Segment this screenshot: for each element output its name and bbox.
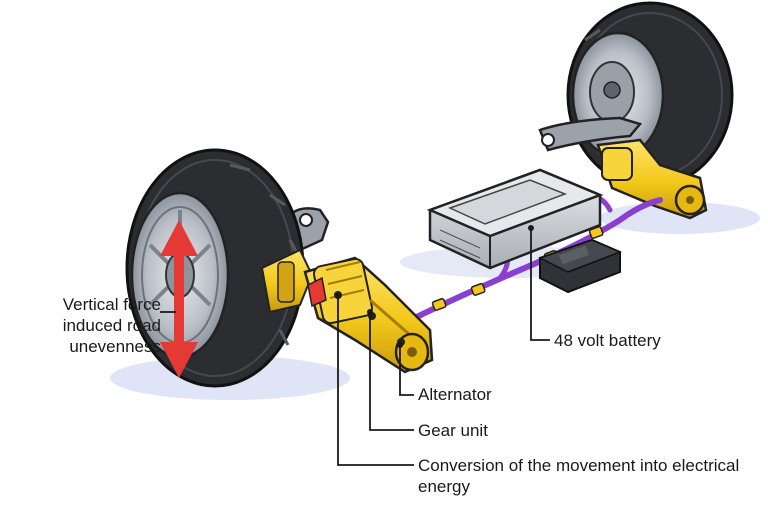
- vertical-force-label-line1: Vertical force: [62, 295, 161, 314]
- leader-alternator: [399, 345, 414, 396]
- vertical-force-arrow: [160, 220, 198, 378]
- left-hub-linkage: [260, 248, 314, 314]
- conversion-label: Conversion of the movement into electric…: [418, 456, 740, 496]
- leader-gear-unit: [369, 312, 414, 431]
- vertical-force-label-line2: induced road: [62, 316, 161, 335]
- alternator-label: Alternator: [418, 385, 492, 404]
- left-alternator-gear-unit: [303, 256, 434, 374]
- leader-conversion: [337, 296, 414, 466]
- battery-label: 48 volt battery: [554, 331, 661, 350]
- control-module: [538, 238, 622, 294]
- vertical-force-label: Vertical force induced road unevenness: [6, 294, 161, 357]
- right-control-arm: [538, 116, 643, 152]
- gear-unit-label: Gear unit: [418, 421, 488, 440]
- battery-48v: [426, 168, 604, 270]
- leader-battery: [530, 228, 550, 341]
- right-alternator: [596, 138, 708, 220]
- vertical-force-label-line3: unevenness: [69, 337, 161, 356]
